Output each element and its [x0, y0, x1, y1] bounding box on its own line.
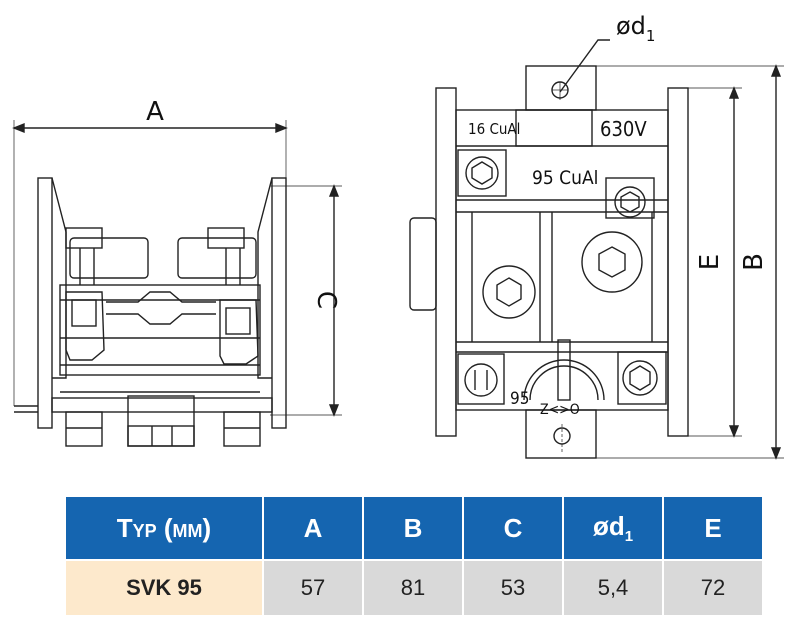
header-e: E [664, 497, 762, 559]
marking-95: 95 [510, 389, 529, 409]
cell-c: 53 [464, 559, 562, 615]
table-row: SVK 95 57 81 53 5,4 72 [66, 559, 762, 615]
right-view-drawing [409, 39, 784, 460]
header-c: C [464, 497, 562, 559]
dimension-e-label: E [695, 254, 725, 270]
table-header-row: Typ (mm) A B C ød1 E [66, 497, 762, 559]
technical-drawing: A C ød1 E B 16 CuAl 630V 95 CuAl 95 Z<>O [12, 12, 784, 460]
header-b: B [364, 497, 462, 559]
dimension-d1-label: ød1 [616, 12, 655, 45]
marking-z-o: Z<>O [540, 402, 580, 418]
cell-d1: 5,4 [564, 559, 662, 615]
header-a: A [264, 497, 362, 559]
cell-type: SVK 95 [66, 559, 262, 615]
header-typ: Typ (mm) [66, 497, 262, 559]
cell-a: 57 [264, 559, 362, 615]
dimension-c-label: C [311, 291, 341, 309]
cell-b: 81 [364, 559, 462, 615]
dimension-b-label: B [739, 253, 769, 271]
marking-95-cual: 95 CuAl [532, 167, 598, 189]
marking-16-cual: 16 CuAl [468, 120, 520, 138]
dimension-table: Typ (mm) A B C ød1 E SVK 95 57 81 53 5,4… [64, 497, 764, 615]
cell-e: 72 [664, 559, 762, 615]
marking-630v: 630V [600, 117, 647, 141]
dimension-a-label: A [146, 97, 164, 127]
header-d1: ød1 [564, 497, 662, 559]
left-view-drawing [12, 120, 342, 447]
